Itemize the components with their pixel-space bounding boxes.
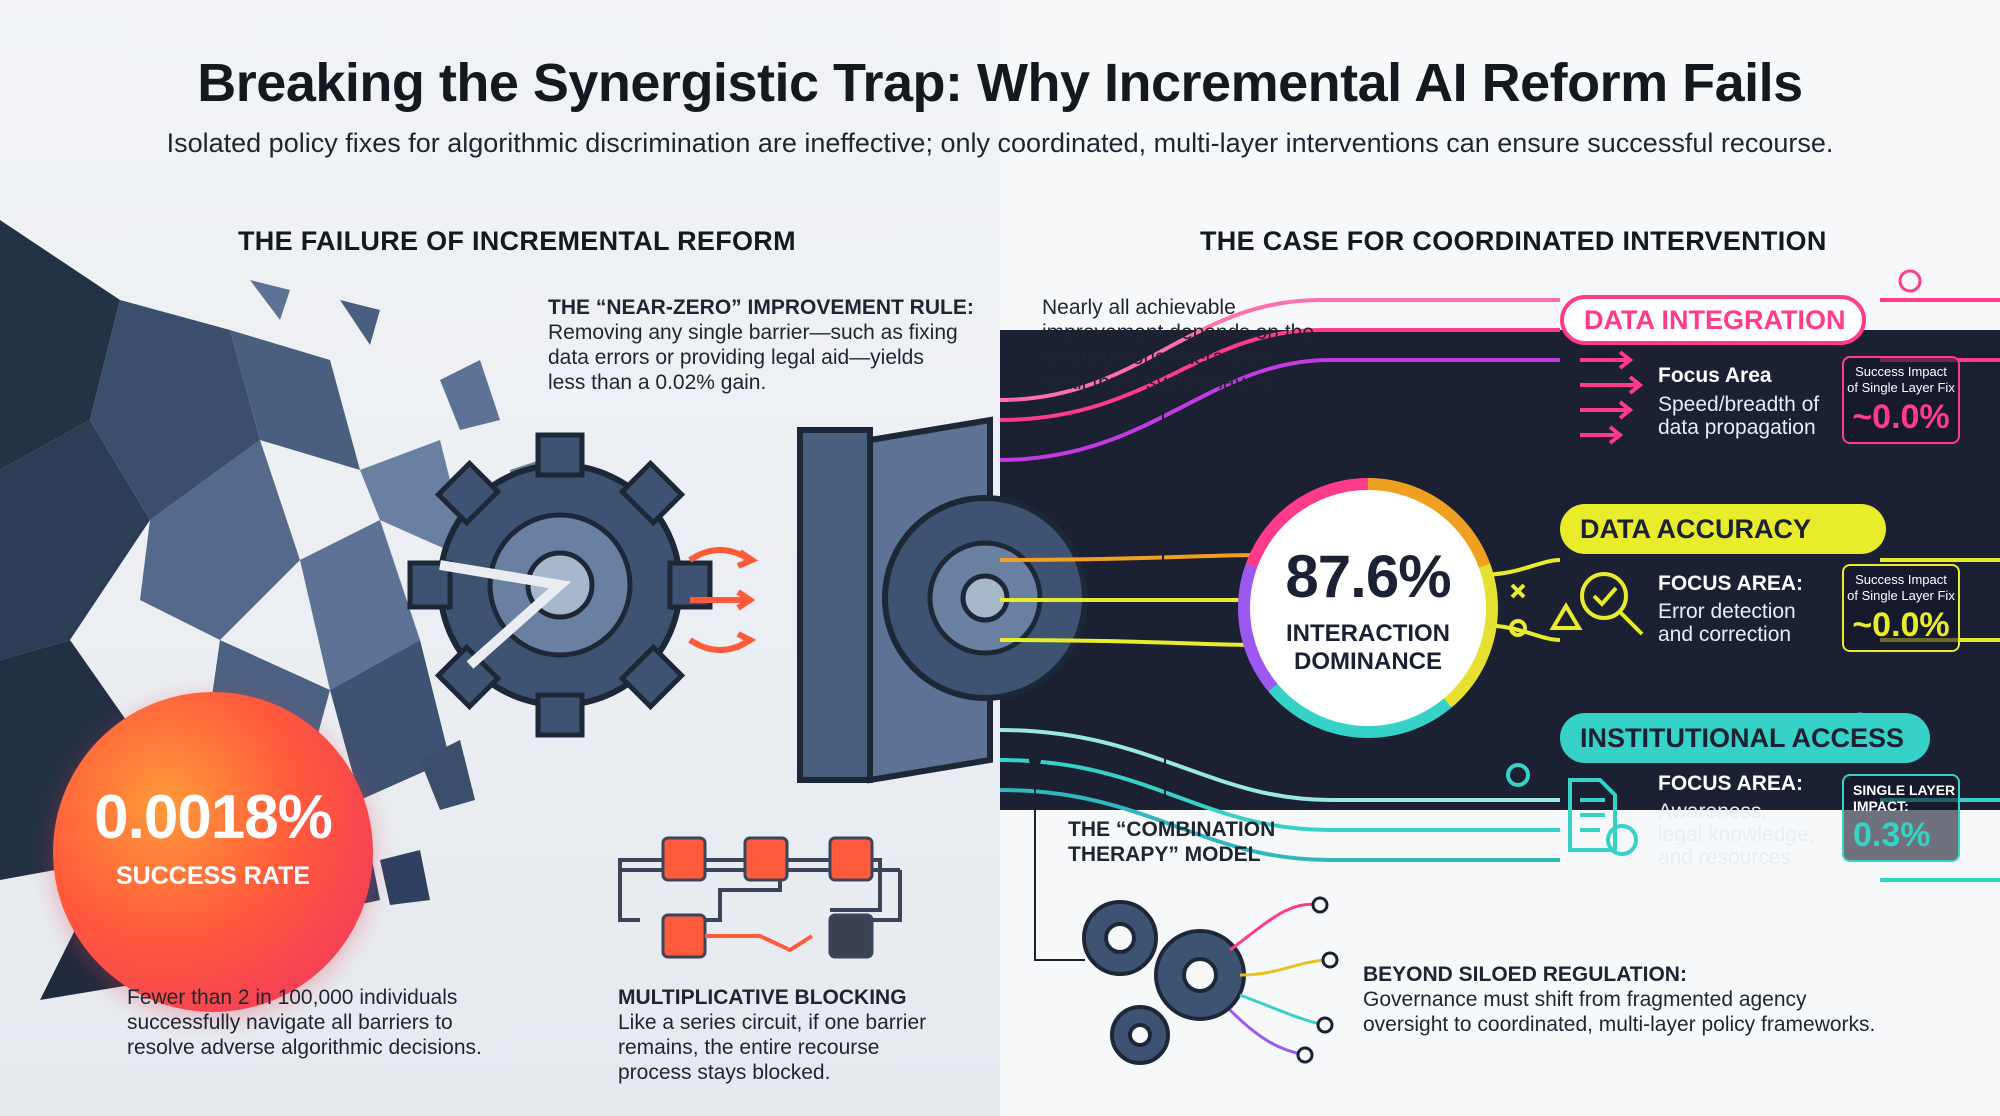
broken-gear-illustration xyxy=(407,432,713,738)
focus-line: and correction xyxy=(1658,623,1792,646)
series-circuit-blocks xyxy=(661,836,874,959)
focus-line: and resources xyxy=(1658,846,1792,869)
interaction-dominance-value: 87.6% xyxy=(1285,543,1451,610)
intro-line: improvement depends on the xyxy=(1042,321,1315,344)
blocking-wall-illustration xyxy=(797,416,1088,784)
interaction-dominance-hub: 87.6% INTERACTION DOMINANCE xyxy=(1238,478,1498,738)
page-subtitle: Isolated policy fixes for algorithmic di… xyxy=(166,128,1834,158)
beyond-line: Governance must shift from fragmented ag… xyxy=(1363,988,1807,1011)
leader-lines xyxy=(1034,400,1166,961)
combination-line: THE “COMBINATION xyxy=(1068,818,1276,841)
intro-line: simultaneous interaction xyxy=(1042,346,1269,369)
hub-label-line: DOMINANCE xyxy=(1294,648,1442,675)
focus-line: legal knowledge, xyxy=(1658,823,1815,846)
multiplicative-line: process stays blocked. xyxy=(618,1061,831,1084)
success-rate-badge: 0.0018% SUCCESS RATE xyxy=(53,692,373,1012)
multiplicative-line: Like a series circuit, if one barrier xyxy=(618,1011,927,1034)
hub-label-line: INTERACTION xyxy=(1286,620,1450,647)
layer-label-data-accuracy: DATA ACCURACY xyxy=(1560,504,1886,554)
interaction-intro: Nearly all achievable improvement depend… xyxy=(1042,295,1314,395)
success-rate-label: SUCCESS RATE xyxy=(115,862,310,890)
data-integration-focus-text: Speed/breadth of data propagation xyxy=(1658,393,1819,439)
institutional-access-focus-title: FOCUS AREA: xyxy=(1658,772,1804,795)
layer-label-data-integration: DATA INTEGRATION xyxy=(1560,295,1866,345)
near-zero-rule: THE “NEAR-ZERO” IMPROVEMENT RULE: Removi… xyxy=(548,295,974,395)
beyond-title: BEYOND SILOED REGULATION: xyxy=(1363,963,1687,986)
combination-gears-icon xyxy=(1082,900,1246,1065)
blocked-arrows-icon xyxy=(688,547,759,653)
success-rate-value: 0.0018% xyxy=(94,783,333,852)
near-zero-line: less than a 0.02% gain. xyxy=(548,371,767,394)
focus-line: Awareness, xyxy=(1658,800,1768,823)
fewer-line: resolve adverse algorithmic decisions. xyxy=(127,1036,482,1059)
broken-wall-illustration xyxy=(0,220,548,1000)
left-section-heading: THE FAILURE OF INCREMENTAL REFORM xyxy=(238,226,796,256)
flow-nodes xyxy=(1848,269,1922,736)
right-section-heading: THE CASE FOR COORDINATED INTERVENTION xyxy=(1200,226,1827,256)
combination-therapy-label: THE “COMBINATION THERAPY” MODEL xyxy=(1068,817,1275,867)
network-nodes xyxy=(1296,896,1339,1064)
beyond-siloed-regulation: BEYOND SILOED REGULATION: Governance mus… xyxy=(1363,962,1875,1037)
focus-line: Speed/breadth of xyxy=(1658,393,1820,416)
near-zero-line: data errors or providing legal aid—yield… xyxy=(548,346,924,369)
fewer-than-text: Fewer than 2 in 100,000 individuals succ… xyxy=(127,985,482,1060)
beyond-line: oversight to coordinated, multi-layer po… xyxy=(1363,1013,1876,1036)
data-integration-impact-value: ~0.0% xyxy=(1852,398,1950,436)
institutional-access-impact-value: 0.3% xyxy=(1853,816,1931,854)
multiplicative-line: remains, the entire recourse xyxy=(618,1036,880,1059)
institutional-access-focus-text: Awareness, legal knowledge, and resource… xyxy=(1658,800,1814,869)
combination-line: THERAPY” MODEL xyxy=(1068,843,1261,866)
layer-label-institutional-access: INSTITUTIONAL ACCESS xyxy=(1560,713,1930,763)
data-integration-focus-title: Focus Area xyxy=(1658,364,1772,387)
near-zero-title: THE “NEAR-ZERO” IMPROVEMENT RULE: xyxy=(548,296,974,319)
fewer-line: successfully navigate all barriers to xyxy=(127,1011,453,1034)
data-accuracy-focus-title: FOCUS AREA: xyxy=(1658,572,1804,595)
near-zero-line: Removing any single barrier—such as fixi… xyxy=(548,321,958,344)
data-accuracy-focus-text: Error detection and correction xyxy=(1658,600,1796,646)
intro-line: Nearly all achievable xyxy=(1042,296,1236,319)
multiplicative-blocking: MULTIPLICATIVE BLOCKING Like a series ci… xyxy=(618,985,926,1085)
data-integration-arrows-icon xyxy=(1580,350,1644,445)
focus-line: Error detection xyxy=(1658,600,1796,623)
magnifier-check-icon xyxy=(1509,572,1644,637)
document-seal-icon xyxy=(1506,763,1638,856)
focus-line: data propagation xyxy=(1658,416,1816,439)
multiplicative-title: MULTIPLICATIVE BLOCKING xyxy=(618,986,907,1009)
interaction-dominance-label: INTERACTION DOMINANCE xyxy=(1250,620,1486,676)
data-accuracy-impact-value: ~0.0% xyxy=(1852,606,1950,644)
fewer-line: Fewer than 2 in 100,000 individuals xyxy=(127,986,458,1009)
page-title: Breaking the Synergistic Trap: Why Incre… xyxy=(197,53,1803,113)
intro-line: of all three system layers. xyxy=(1042,371,1281,394)
